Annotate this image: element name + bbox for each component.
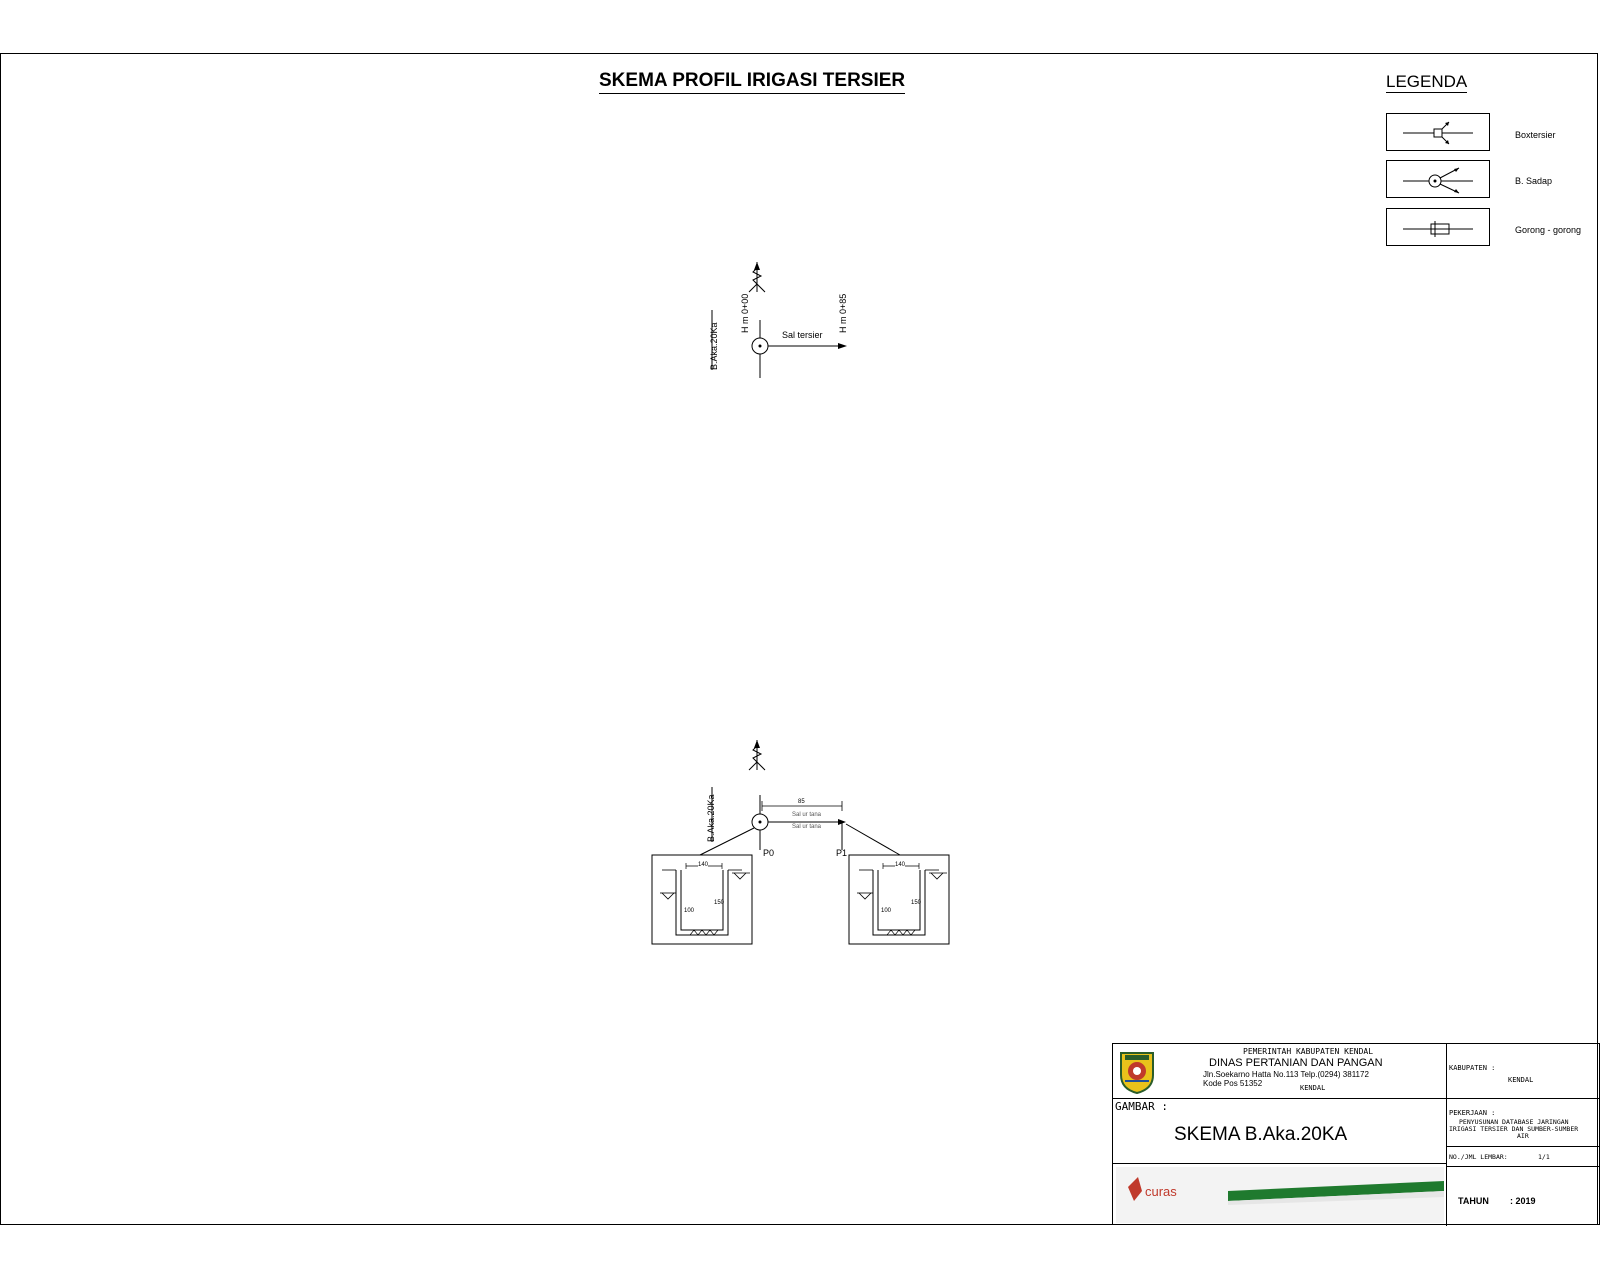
- tb-tahun-label: TAHUN: [1458, 1196, 1489, 1206]
- drawing-sheet-border: [0, 53, 1598, 1225]
- legend-label-gorong: Gorong - gorong: [1515, 225, 1582, 235]
- legend-label-boxtersier: Boxtersier: [1515, 130, 1556, 140]
- north-arrow-top-icon: [748, 262, 766, 293]
- box-tersier-symbol-icon: [1403, 121, 1473, 145]
- north-arrow-bottom-icon: [748, 740, 766, 771]
- point-p0-label: P0: [763, 848, 775, 858]
- tb-pekerjaan-value-2: IRIGASI TERSIER DAN SUMBER-SUMBER: [1449, 1125, 1579, 1133]
- tb-lembar-value: 1/1: [1538, 1153, 1550, 1161]
- legend-box-bsadap: [1386, 160, 1490, 198]
- section-left-width: 140: [698, 862, 709, 868]
- tb-address-label: Jln.Soekarno Hatta No.113 Telp.(0294) 38…: [1203, 1070, 1369, 1079]
- tb-pekerjaan-value-3: AIR: [1517, 1132, 1529, 1140]
- tb-lembar-label: NO./JML LEMBAR:: [1449, 1153, 1508, 1161]
- tb-pekerjaan-label: PEKERJAAN :: [1449, 1109, 1496, 1117]
- cross-section-left: [651, 854, 753, 945]
- tb-kabupaten-label: KABUPATEN :: [1449, 1064, 1496, 1072]
- point-p1-label: P1: [836, 848, 848, 858]
- kendal-regency-emblem-icon: [1120, 1052, 1154, 1095]
- section-right-depth-left: 100: [881, 908, 892, 914]
- top-channel-label: Sal tersier: [782, 330, 823, 340]
- tb-tahun-value: : 2019: [1510, 1196, 1536, 1206]
- tb-city-label: KENDAL: [1300, 1084, 1326, 1092]
- legend-label-bsadap: B. Sadap: [1515, 176, 1553, 186]
- bottom-channel-label-1: Sal ur tana: [792, 812, 822, 818]
- consultant-logo-banner-icon: [1116, 1167, 1444, 1223]
- section-left-depth-right: 150: [714, 900, 725, 906]
- bottom-bangunan-label: B.Aka.20Ka: [706, 794, 716, 842]
- section-right-width: 140: [895, 862, 906, 868]
- cross-section-right: [848, 854, 950, 945]
- legend-box-boxtersier: [1386, 113, 1490, 151]
- top-bangunan-label: B.Aka.20Ka: [709, 322, 719, 370]
- bangunan-sadap-symbol-icon: [1403, 167, 1473, 194]
- section-right-depth-right: 150: [911, 900, 922, 906]
- tb-agency-label: DINAS PERTANIAN DAN PANGAN: [1209, 1057, 1383, 1069]
- tb-pekerjaan-value-1: PENYUSUNAN DATABASE JARINGAN: [1459, 1118, 1569, 1126]
- bottom-length-label: 85: [797, 799, 806, 805]
- top-hm-end-label: H m 0+85: [838, 293, 848, 333]
- drawing-title: SKEMA PROFIL IRIGASI TERSIER: [599, 70, 906, 94]
- tb-gov-label: PEMERINTAH KABUPATEN KENDAL: [1243, 1047, 1374, 1056]
- tb-gambar-value: SKEMA B.Aka.20KA: [1174, 1124, 1348, 1145]
- culvert-symbol-icon: [1403, 221, 1473, 237]
- title-block: PEMERINTAH KABUPATEN KENDAL DINAS PERTAN…: [1112, 1043, 1600, 1226]
- consultant-logo-text: curas: [1145, 1184, 1177, 1199]
- tb-postcode-label: Kode Pos 51352: [1203, 1079, 1263, 1088]
- section-left-depth-left: 100: [684, 908, 695, 914]
- tb-kabupaten-value: KENDAL: [1508, 1076, 1534, 1084]
- bottom-channel-label-2: Sal ur tana: [792, 824, 822, 830]
- tb-gambar-label: GAMBAR :: [1115, 1100, 1168, 1113]
- legend-title: LEGENDA: [1386, 72, 1468, 93]
- top-hm-start-label: H m 0+00: [740, 293, 750, 333]
- legend-box-gorong: [1386, 208, 1490, 246]
